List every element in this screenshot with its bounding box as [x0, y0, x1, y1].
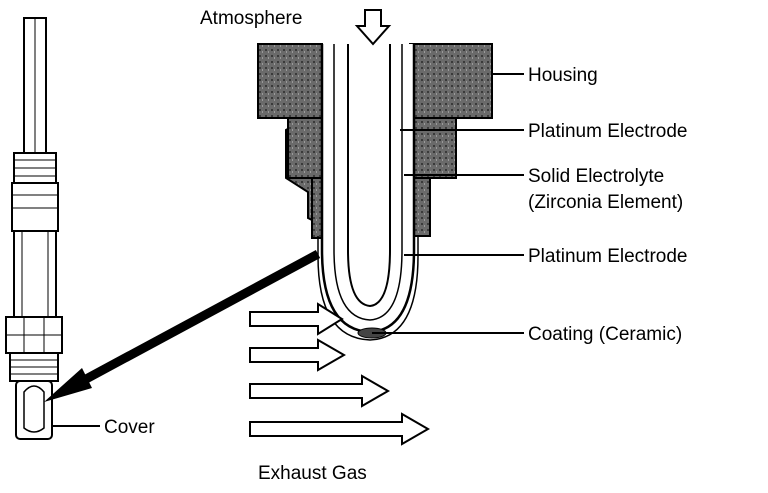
exhaust-arrows — [249, 302, 431, 446]
sensor-body — [5, 17, 63, 440]
outer-electrode — [317, 236, 419, 341]
inner-electrode — [333, 44, 403, 321]
pointer-arrow — [44, 250, 321, 402]
exhaust-arrow-icon — [249, 302, 344, 336]
zirconia-element-label: (Zirconia Element) — [528, 192, 683, 213]
leader-lines — [52, 73, 524, 427]
atmosphere-arrow-icon — [354, 9, 392, 46]
cover-label: Cover — [104, 417, 155, 438]
sensor-cross-section — [257, 43, 493, 341]
solid-electrolyte-label: Solid Electrolyte — [528, 166, 664, 187]
atmosphere-label: Atmosphere — [200, 8, 302, 29]
exhaust-arrow-icon — [249, 374, 391, 408]
coating-label: Coating (Ceramic) — [528, 324, 682, 345]
housing-label: Housing — [528, 65, 598, 86]
platinum-electrode-outer-label: Platinum Electrode — [528, 246, 687, 267]
exhaust-gas-label: Exhaust Gas — [258, 463, 367, 484]
exhaust-arrow-icon — [249, 412, 431, 446]
inner-cavity — [347, 44, 391, 308]
sensor-long-body — [13, 230, 57, 318]
sensor-upper-shield — [11, 182, 59, 232]
platinum-electrode-inner-label: Platinum Electrode — [528, 121, 687, 142]
exhaust-arrow-icon — [249, 338, 347, 372]
